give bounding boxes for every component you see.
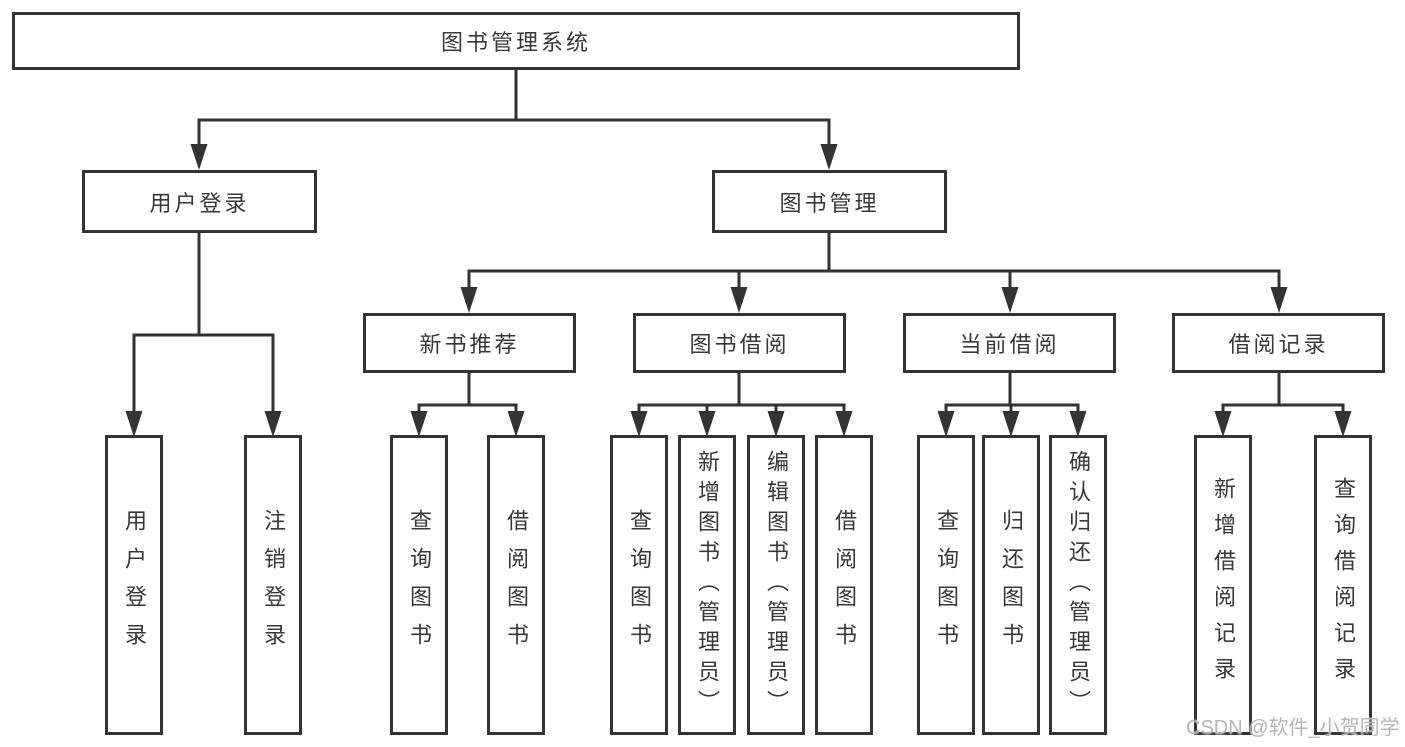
leaf-logout: 注销登录 — [244, 435, 302, 735]
node-book-borrow: 图书借阅 — [633, 313, 846, 373]
leaf-add-books-admin-label: 新增图书（管理员） — [695, 450, 720, 720]
leaf-recommend-query-books: 查询图书 — [390, 435, 448, 735]
leaf-borrow-query-books-label: 查询图书 — [627, 509, 652, 661]
leaf-query-borrow-record: 查询借阅记录 — [1314, 435, 1372, 735]
leaf-borrow-books-label: 借阅图书 — [832, 509, 857, 661]
leaf-edit-books-admin-label: 编辑图书（管理员） — [764, 450, 789, 720]
leaf-user-login: 用户登录 — [105, 435, 163, 735]
node-current-borrow: 当前借阅 — [903, 313, 1116, 373]
node-borrow-record: 借阅记录 — [1172, 313, 1385, 373]
leaf-recommend-query-books-label: 查询图书 — [407, 509, 432, 661]
leaf-add-books-admin: 新增图书（管理员） — [678, 435, 736, 735]
leaf-edit-books-admin: 编辑图书（管理员） — [747, 435, 805, 735]
node-root: 图书管理系统 — [12, 12, 1020, 70]
node-user-login-label: 用户登录 — [149, 190, 250, 216]
node-new-book-recommend: 新书推荐 — [363, 313, 576, 373]
leaf-user-login-label: 用户登录 — [122, 509, 147, 661]
leaf-return-books-label: 归还图书 — [999, 509, 1024, 661]
leaf-add-borrow-record: 新增借阅记录 — [1194, 435, 1252, 735]
node-new-book-recommend-label: 新书推荐 — [419, 332, 520, 357]
node-book-management-label: 图书管理 — [779, 190, 880, 216]
leaf-logout-label: 注销登录 — [261, 509, 286, 661]
csdn-watermark: CSDN @软件_小贺同学 — [1186, 717, 1400, 739]
leaf-borrow-query-books: 查询图书 — [610, 435, 668, 735]
node-book-management: 图书管理 — [712, 170, 947, 233]
leaf-borrow-books: 借阅图书 — [815, 435, 873, 735]
leaf-confirm-return-admin-label: 确认归还（管理员） — [1066, 450, 1091, 720]
node-user-login: 用户登录 — [82, 170, 317, 233]
leaf-recommend-borrow-books-label: 借阅图书 — [504, 509, 529, 661]
leaf-current-query-books-label: 查询图书 — [934, 509, 959, 661]
node-root-label: 图书管理系统 — [440, 30, 591, 55]
leaf-add-borrow-record-label: 新增借阅记录 — [1211, 477, 1236, 693]
leaf-current-query-books: 查询图书 — [917, 435, 975, 735]
leaf-recommend-borrow-books: 借阅图书 — [487, 435, 545, 735]
leaf-confirm-return-admin: 确认归还（管理员） — [1049, 435, 1107, 735]
node-current-borrow-label: 当前借阅 — [959, 332, 1060, 357]
leaf-query-borrow-record-label: 查询借阅记录 — [1331, 477, 1356, 693]
node-borrow-record-label: 借阅记录 — [1228, 332, 1329, 357]
node-book-borrow-label: 图书借阅 — [689, 332, 790, 357]
leaf-return-books: 归还图书 — [982, 435, 1040, 735]
